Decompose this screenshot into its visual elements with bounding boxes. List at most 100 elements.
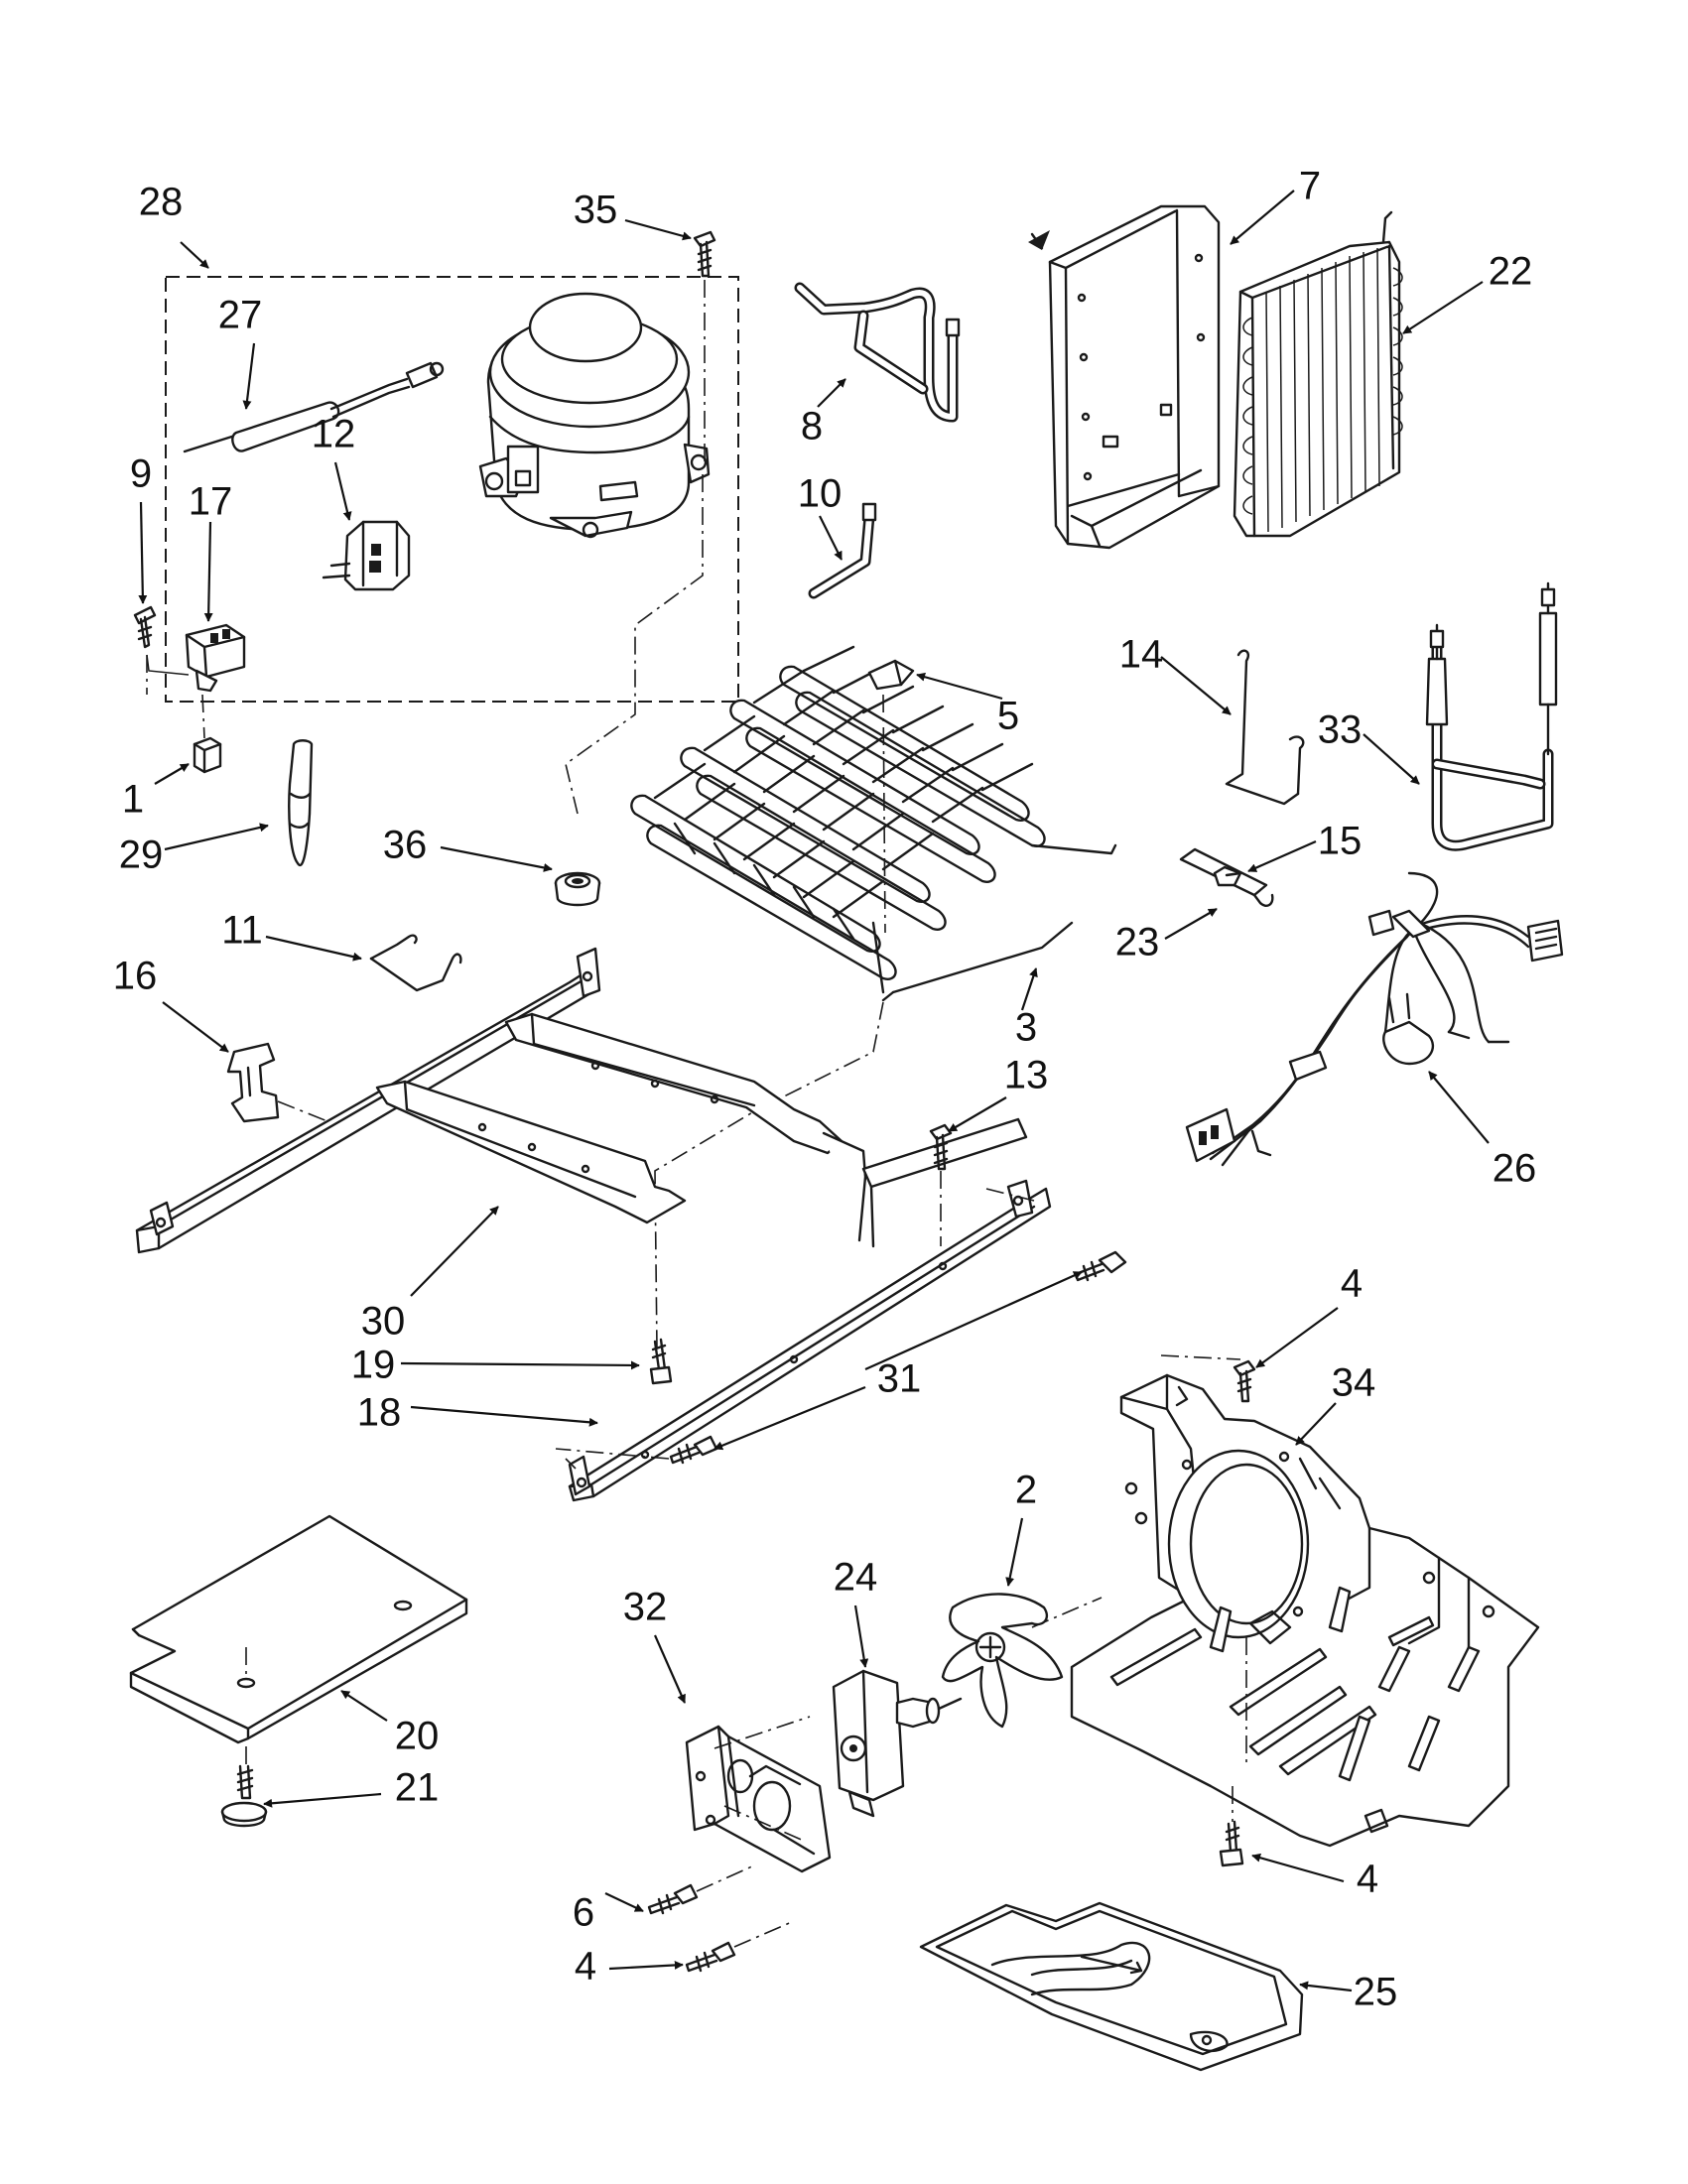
callout-31: 31 [877,1357,922,1401]
condenser-coil [1233,210,1403,538]
leader-9 [138,501,148,604]
callout-4-bottom: 4 [575,1945,596,1989]
leader-25 [1299,1981,1353,1992]
motor-bracket [685,1716,832,1873]
condenser-coil-loops [1242,267,1403,515]
callout-25: 25 [1354,1971,1398,2014]
callout-1: 1 [122,778,144,822]
leader-4-top [1255,1307,1339,1368]
callout-36: 36 [383,824,428,867]
leader-23 [1164,908,1218,940]
clip-11 [369,934,462,992]
filter-drier [183,361,445,453]
callout-7: 7 [1299,165,1321,208]
leader-5 [916,672,1003,701]
leader-19 [400,1360,640,1370]
leader-13 [948,1096,1007,1132]
fan-motor-shroud [1070,1354,1540,1848]
tube-8 [794,282,961,423]
leader-12 [333,461,352,521]
screw-19 [649,1338,673,1385]
callout-28: 28 [139,181,184,224]
callout-17: 17 [189,480,233,524]
callout-2: 2 [1015,1469,1037,1512]
leader-31a [864,1270,1083,1371]
callout-13: 13 [1004,1054,1049,1097]
compressor [478,292,711,539]
callout-23: 23 [1115,921,1160,964]
leader-6 [604,1892,644,1912]
screw-4-bottom [685,1920,795,1973]
leader-8 [817,378,846,408]
leader-7 [1230,190,1295,245]
leader-20 [340,1690,388,1722]
evaporator-coil [630,645,1117,1350]
callout-26: 26 [1493,1147,1537,1191]
callout-9: 9 [130,452,152,496]
evaporator-fins [653,645,1034,941]
fan-blade [941,1593,1103,1729]
fan-motor [832,1669,963,1818]
leader-4-right [1251,1853,1345,1883]
leader-34 [1295,1402,1337,1446]
callout-14: 14 [1119,633,1164,677]
screw-4-lower [1219,1786,1244,1867]
wire-14 [1225,649,1305,806]
callout-11: 11 [221,909,263,953]
callout-18: 18 [357,1391,402,1435]
leader-33 [1363,733,1420,785]
condenser-shroud [1030,204,1221,550]
screw-13 [929,1123,953,1246]
compressor-assembly-boundary [165,276,739,703]
screw-9 [133,605,157,649]
drain-hose [288,739,314,867]
tube-10 [808,502,877,599]
rear-rail [565,1179,1052,1502]
callout-32: 32 [623,1586,668,1629]
leader-30 [410,1206,499,1297]
leader-32 [653,1634,687,1704]
callout-27: 27 [218,294,263,337]
clip-5 [867,659,915,691]
grommet-1 [193,736,222,774]
leader-24 [853,1605,869,1668]
leader-26 [1428,1071,1490,1144]
callout-33: 33 [1318,708,1363,752]
clamp-16 [226,1042,328,1123]
callout-labels: 28 35 7 22 27 12 8 9 17 10 14 33 5 15 1 … [113,165,1537,2014]
leader-11 [265,935,362,962]
callout-12: 12 [312,413,356,456]
callout-29: 29 [119,834,164,877]
leader-36 [440,845,553,872]
leader-29 [164,823,269,851]
base-frame [135,947,1028,1254]
callout-22: 22 [1489,250,1533,294]
start-relay [146,623,246,693]
callout-35: 35 [574,189,618,232]
callout-4-top: 4 [1341,1262,1363,1306]
condenser-fins [1265,247,1380,533]
insulation-board [129,1514,468,1766]
screws-31 [555,1250,1127,1465]
leader-centerline-9-1 [146,655,205,739]
callout-3: 3 [1015,1006,1037,1050]
leader-4-bottom [608,1960,684,1971]
centerline-compressor-to-grommet [565,474,704,815]
direction-arrow-icon [1028,230,1050,250]
leader-2 [1005,1517,1024,1587]
drain-pan [919,1901,1304,2072]
callout-6: 6 [573,1891,594,1935]
evaporator-tubes [630,665,1046,980]
leveling-leg [220,1764,268,1828]
leader-31b [714,1385,866,1451]
leader-14 [1160,656,1232,715]
screw-6 [647,1864,755,1915]
callout-20: 20 [395,1715,440,1758]
shroud-slots [1109,1586,1481,1782]
leader-15 [1247,839,1317,873]
callout-30: 30 [361,1300,406,1344]
screw-35 [693,230,716,466]
callout-21: 21 [395,1766,440,1810]
callout-4-right: 4 [1357,1858,1378,1901]
